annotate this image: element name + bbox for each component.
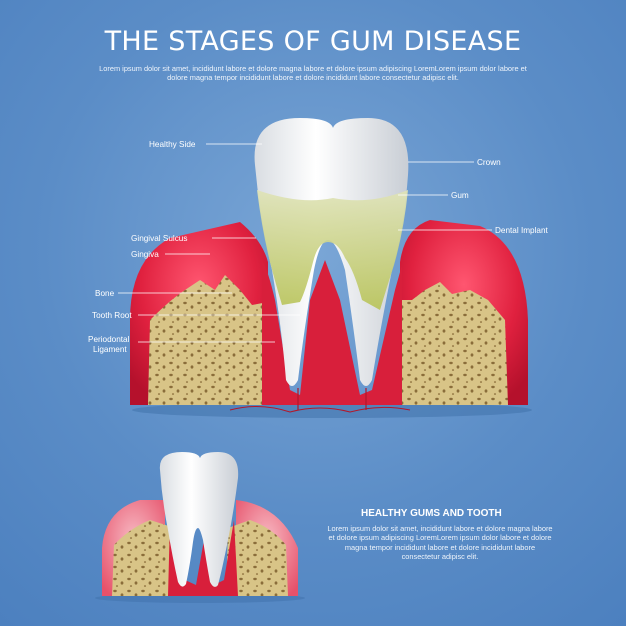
label-gum: Gum <box>451 191 469 200</box>
tooth-body <box>254 118 409 386</box>
label-gingiva: Gingiva <box>131 250 159 259</box>
small-bone-right <box>226 520 288 596</box>
label-periodontal: Periodontal <box>88 335 130 344</box>
label-dental-implant: Dental Implant <box>495 226 548 235</box>
label-healthy-side: Healthy Side <box>149 140 196 149</box>
small-gum-inner <box>168 520 238 596</box>
gum-inner <box>262 260 402 405</box>
bone-right <box>398 282 508 405</box>
label-tooth-root: Tooth Root <box>92 311 132 320</box>
small-bone-left <box>112 520 178 596</box>
bottom-title: HEALTHY GUMS AND TOOTH <box>361 508 502 519</box>
label-ligament: Ligament <box>93 345 127 354</box>
label-gingival-sulcus: Gingival Sulcus <box>131 234 188 243</box>
bone-left <box>148 275 272 405</box>
intro-description: Lorem ipsum dolor sit amet, incididunt l… <box>99 64 527 82</box>
small-tooth-body <box>159 452 239 587</box>
small-tooth-group <box>95 452 305 603</box>
plaque <box>257 190 408 310</box>
label-bone: Bone <box>95 289 115 298</box>
page-title: THE STAGES OF GUM DISEASE <box>104 26 522 57</box>
bottom-description: Lorem ipsum dolor sit amet, incididunt l… <box>327 524 553 561</box>
large-tooth-group <box>118 118 532 418</box>
label-crown: Crown <box>477 158 501 167</box>
